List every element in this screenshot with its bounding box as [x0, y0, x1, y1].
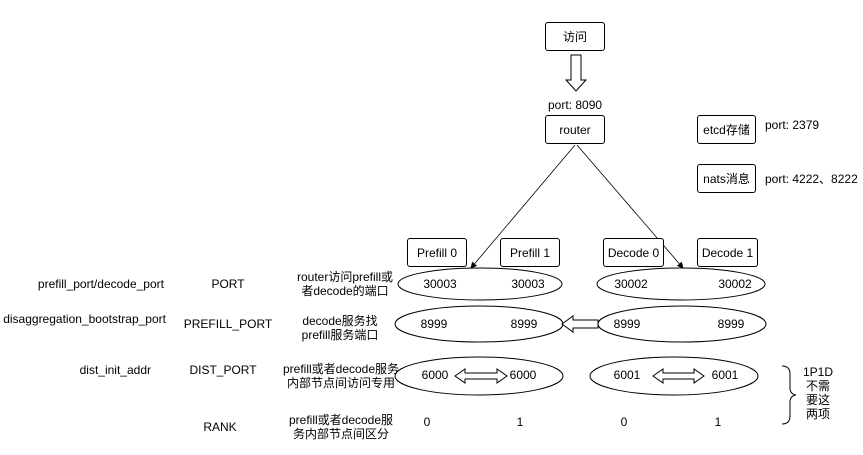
value-prefill-0: 0	[423, 415, 431, 429]
description-line: decode服务找	[302, 314, 378, 328]
nats-box: nats消息	[697, 164, 756, 193]
access-label: 访问	[562, 30, 587, 44]
note-line: 两项	[805, 407, 830, 421]
row-description: prefill或者decode服 务内部节点间区分	[270, 413, 412, 441]
row-description: decode服务找 prefill服务端口	[275, 314, 405, 342]
etcd-box: etcd存储	[697, 115, 756, 144]
row-description: router访问prefill或 者decode的端口	[280, 270, 410, 298]
prefill-port-ellipse	[397, 267, 563, 301]
env-label: PORT	[211, 277, 245, 291]
value-prefill-1: 6000	[509, 368, 537, 382]
note-line: 1P1D	[802, 365, 834, 379]
description-line: router访问prefill或	[296, 270, 394, 284]
value-prefill-1: 8999	[510, 317, 538, 331]
env-label: PREFILL_PORT	[183, 317, 273, 331]
decode-dist-double-arrow	[652, 368, 705, 384]
node-decode-1: Decode 1	[697, 238, 758, 267]
row-description: prefill或者decode服务 内部节点间访问专用	[270, 362, 412, 390]
node-decode-0: Decode 0	[603, 238, 664, 267]
value-prefill-1: 1	[516, 415, 524, 429]
value-decode-1: 1	[714, 415, 722, 429]
description-line: 务内部节点间区分	[292, 427, 389, 441]
value-prefill-1: 30003	[511, 277, 545, 291]
prefill-dist-double-arrow	[454, 368, 508, 384]
access-down-arrow	[564, 54, 588, 92]
node-prefill-0: Prefill 0	[407, 238, 467, 267]
etcd-label: etcd存储	[703, 123, 750, 137]
nats-label: nats消息	[703, 172, 750, 186]
node-label: Prefill 0	[416, 245, 457, 260]
nats-port-label: port: 4222、8222	[765, 172, 858, 186]
value-prefill-0: 6000	[421, 368, 449, 382]
value-decode-1: 30002	[718, 277, 752, 291]
router-port-label: port: 8090	[548, 98, 603, 112]
description-line: 者decode的端口	[301, 284, 389, 298]
node-label: Decode 1	[701, 245, 754, 260]
param-label: prefill_port/decode_port	[37, 277, 164, 291]
value-prefill-0: 8999	[420, 317, 448, 331]
etcd-port-label: port: 2379	[765, 118, 820, 132]
node-label: Prefill 1	[509, 245, 550, 260]
bootstrap-left-arrow	[561, 315, 599, 333]
node-prefill-1: Prefill 1	[500, 238, 560, 267]
env-label: DIST_PORT	[189, 363, 257, 377]
node-label: Decode 0	[607, 245, 660, 260]
note-line: 要这	[805, 393, 830, 407]
note-brace	[781, 365, 797, 425]
value-decode-1: 6001	[711, 368, 739, 382]
description-line: prefill或者decode服务	[282, 362, 400, 376]
description-line: prefill或者decode服	[288, 413, 394, 427]
value-decode-1: 8999	[717, 317, 745, 331]
note-line: 不需	[805, 379, 830, 393]
value-decode-0: 0	[620, 415, 628, 429]
param-label: disaggregation_bootstrap_port	[3, 312, 166, 326]
router-box: router	[545, 115, 605, 144]
description-line: 内部节点间访问专用	[286, 376, 395, 390]
router-to-decode-edge	[576, 144, 684, 269]
param-label: dist_init_addr	[79, 363, 151, 377]
description-line: prefill服务端口	[301, 328, 379, 342]
access-box: 访问	[545, 22, 605, 51]
router-to-prefill-edge	[470, 144, 576, 269]
value-prefill-0: 30003	[423, 277, 457, 291]
value-decode-0: 8999	[613, 317, 641, 331]
brace-note: 1P1D 不需 要这 两项	[796, 365, 840, 421]
value-decode-0: 6001	[613, 368, 641, 382]
decode-port-ellipse	[596, 267, 766, 301]
value-decode-0: 30002	[614, 277, 648, 291]
router-label: router	[559, 122, 591, 137]
env-label: RANK	[203, 420, 237, 434]
